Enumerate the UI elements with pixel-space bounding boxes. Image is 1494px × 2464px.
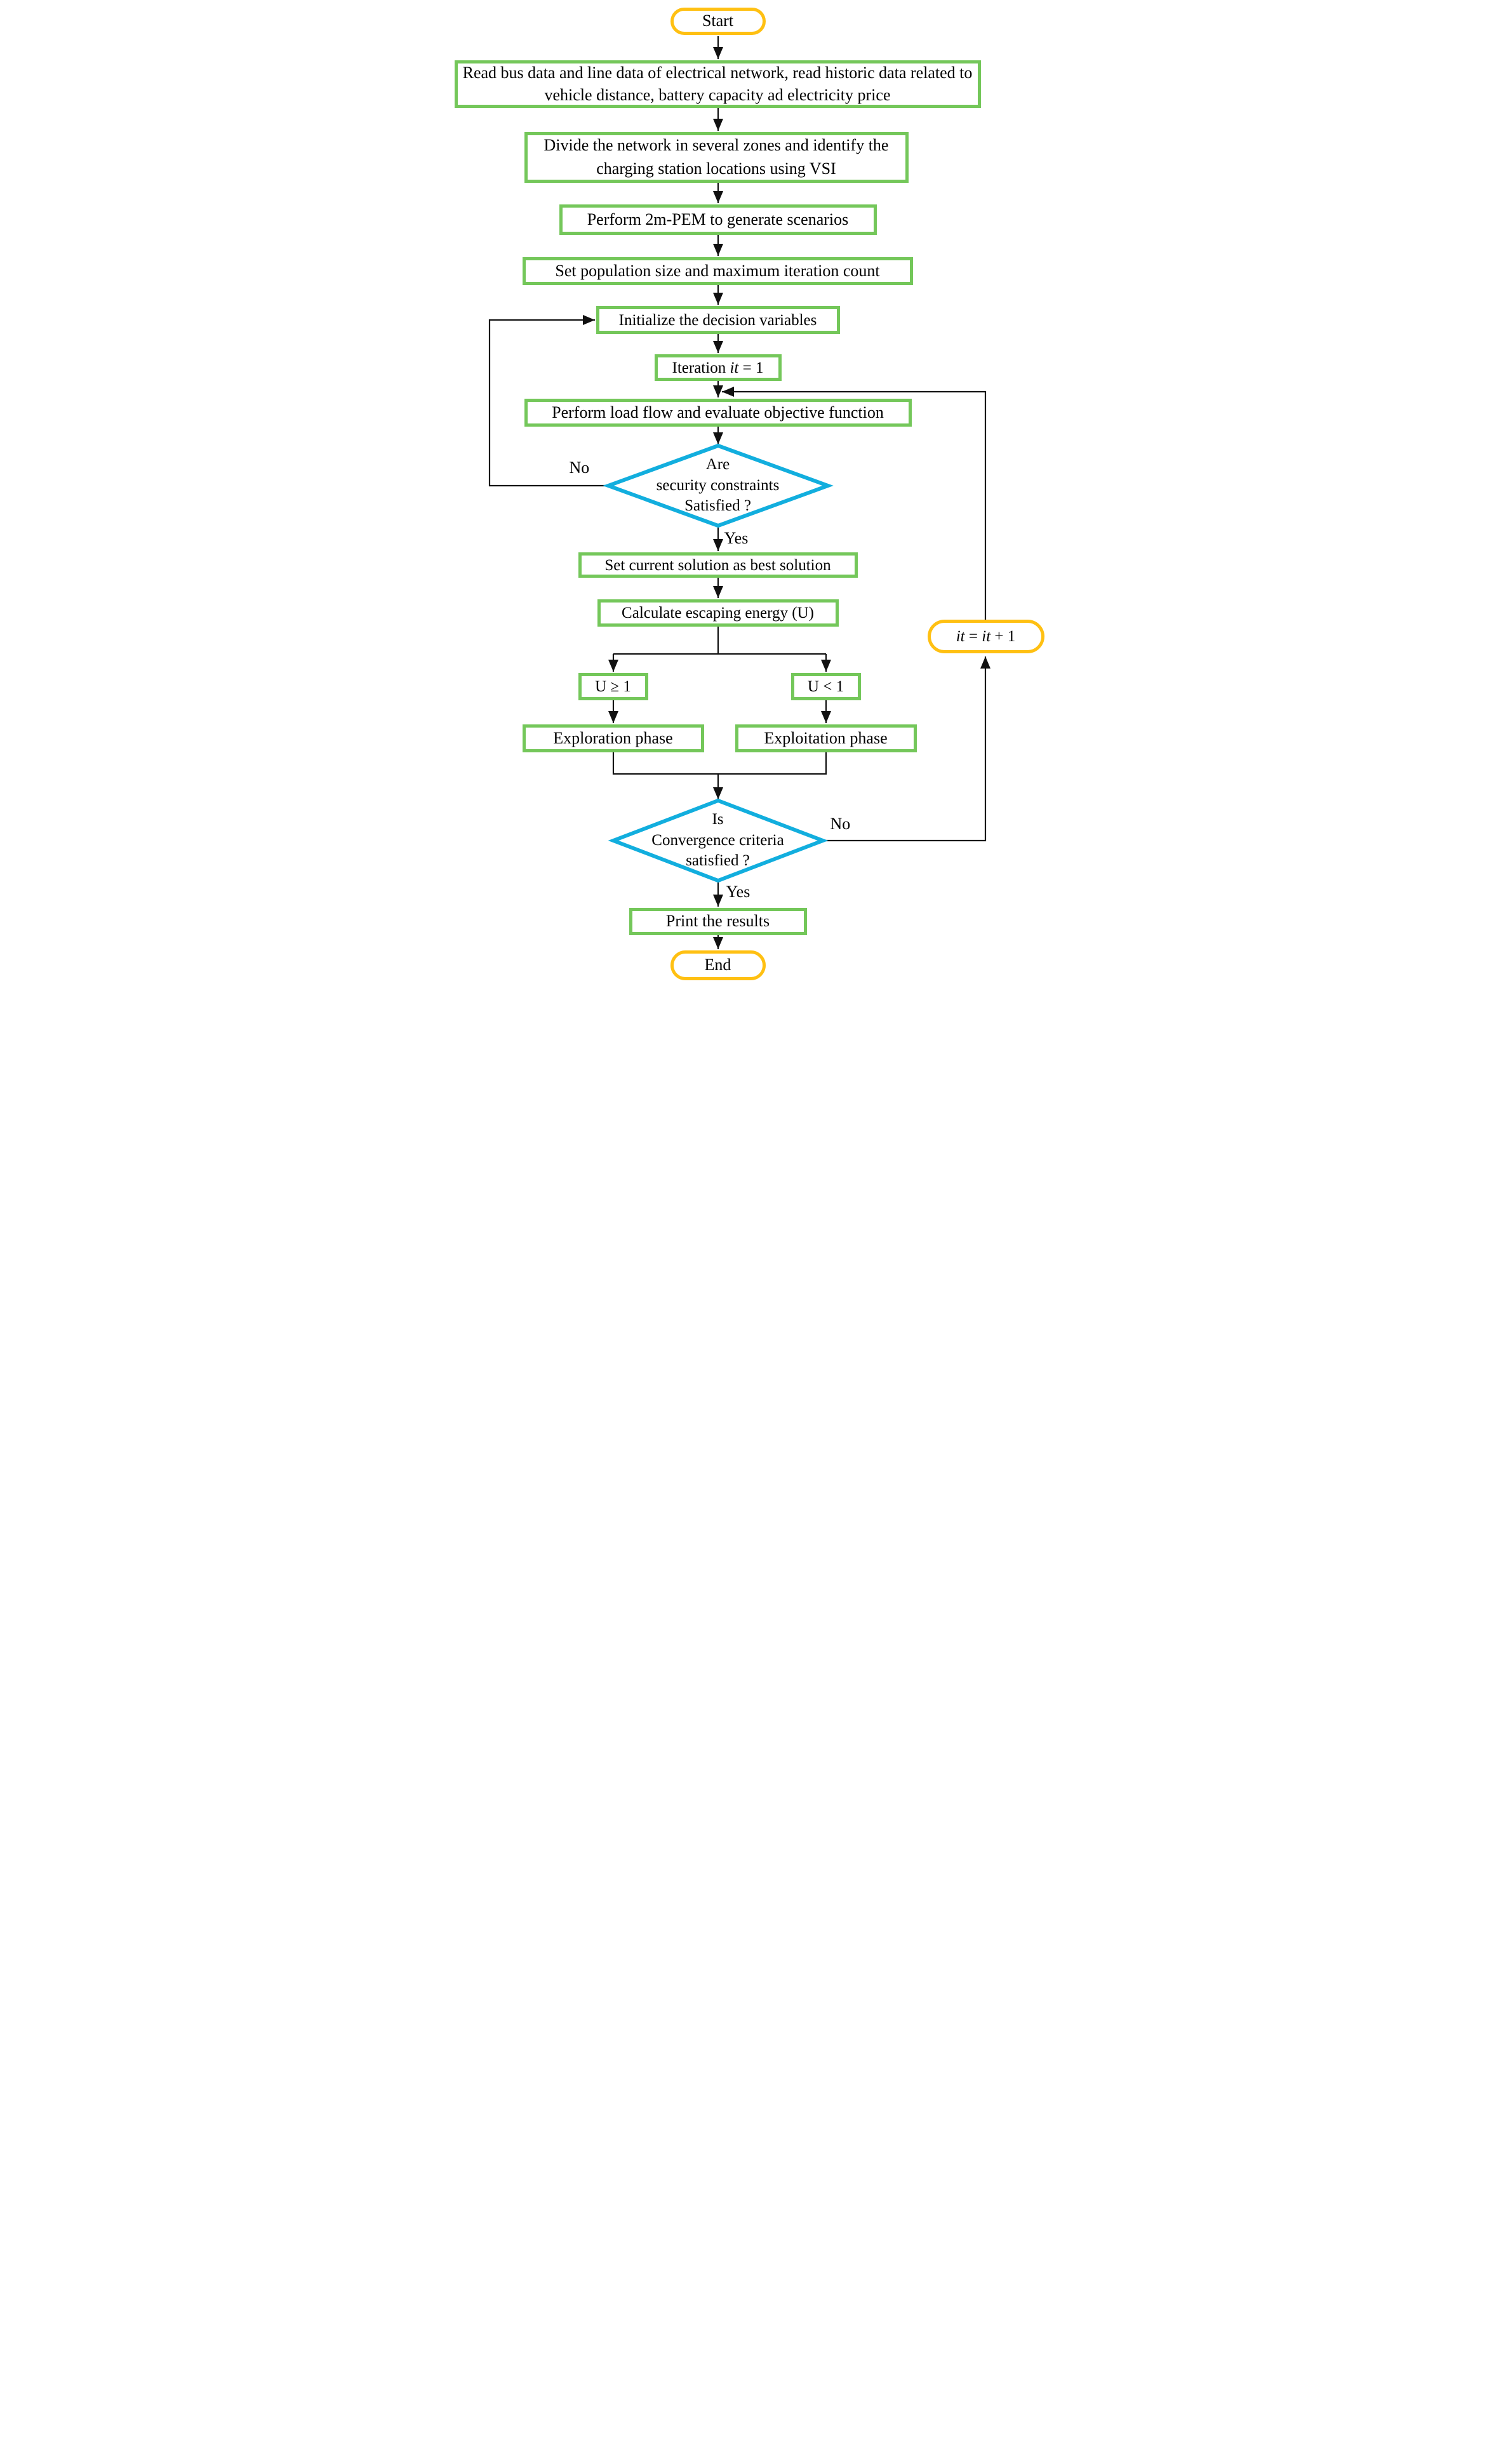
security-check-line2: security constraints (656, 476, 780, 494)
security-check-line3: Satisfied ? (684, 497, 751, 515)
end-terminal: End (670, 950, 766, 980)
convergence-check-text: Is Convergence criteria satisfied ? (639, 810, 797, 871)
connector-branch-merge (612, 752, 827, 799)
iteration-increment-oval: it = it + 1 (927, 620, 1044, 653)
process-load-flow: Perform load flow and evaluate objective… (524, 399, 912, 427)
process-iteration-init: Iteration it = 1 (654, 354, 782, 381)
process-exploration: Exploration phase (522, 724, 704, 752)
connector-increment-to-loadflow-junction (721, 387, 986, 620)
process-escaping-energy: Calculate escaping energy (U) (597, 599, 839, 627)
convergence-no-label: No (830, 815, 851, 833)
process-set-population: Set population size and maximum iteratio… (522, 257, 913, 285)
connector-security-no-loop (488, 315, 608, 487)
convergence-decision-diamond (608, 798, 828, 883)
exploitation-label: Exploitation phase (764, 728, 888, 747)
process-read-data: Read bus data and line data of electrica… (454, 60, 981, 108)
security-decision-diamond (602, 443, 834, 528)
convergence-yes-label: Yes (726, 882, 750, 901)
convergence-check-line3: satisfied ? (686, 852, 750, 870)
process-set-best-solution: Set current solution as best solution (578, 552, 858, 578)
perform-2m-pem-label: Perform 2m-PEM to generate scenarios (587, 210, 849, 229)
process-perform-2m-pem: Perform 2m-PEM to generate scenarios (559, 204, 877, 235)
convergence-check-line1: Is (712, 811, 724, 829)
connector-convergence-no-to-increment (822, 656, 990, 842)
iteration-init-label: Iteration it = 1 (672, 359, 764, 376)
read-data-label: Read bus data and line data of electrica… (462, 63, 973, 104)
iteration-increment-label: it = it + 1 (956, 628, 1016, 645)
set-population-label: Set population size and maximum iteratio… (555, 261, 880, 280)
u-ge-1-label: U ≥ 1 (595, 678, 631, 695)
load-flow-label: Perform load flow and evaluate objective… (552, 403, 884, 422)
initialize-variables-label: Initialize the decision variables (618, 311, 817, 329)
start-label: Start (702, 11, 734, 30)
security-check-line1: Are (705, 456, 730, 474)
process-exploitation: Exploitation phase (735, 724, 917, 752)
security-no-label: No (569, 458, 590, 477)
condition-u-ge-1: U ≥ 1 (578, 673, 648, 700)
process-divide-network: Divide the network in several zones and … (524, 132, 909, 183)
escaping-energy-label: Calculate escaping energy (U) (622, 604, 814, 622)
security-check-text: Are security constraints Satisfied ? (636, 453, 801, 518)
security-yes-label: Yes (724, 529, 749, 547)
set-best-solution-label: Set current solution as best solution (604, 556, 831, 574)
end-label: End (704, 956, 731, 975)
process-print-results: Print the results (629, 908, 807, 935)
start-terminal: Start (670, 8, 766, 35)
u-lt-1-label: U < 1 (807, 678, 844, 695)
divide-network-label: Divide the network in several zones and … (544, 136, 889, 178)
convergence-check-line2: Convergence criteria (651, 831, 784, 849)
flowchart-connectors (488, 36, 990, 949)
exploration-label: Exploration phase (553, 728, 673, 747)
connector-branch-split (608, 627, 831, 672)
print-results-label: Print the results (665, 912, 770, 931)
flowchart-canvas: Start Read bus data and line data of ele… (444, 0, 1050, 997)
condition-u-lt-1: U < 1 (790, 673, 861, 700)
process-initialize-variables: Initialize the decision variables (596, 306, 840, 334)
